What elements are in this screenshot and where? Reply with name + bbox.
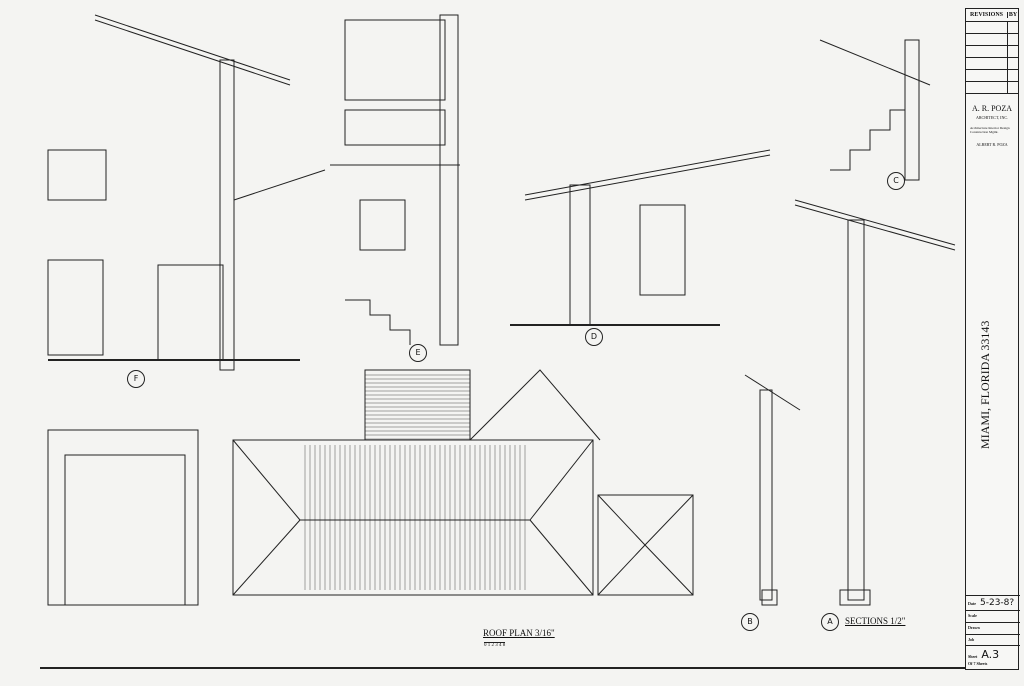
firm-name: A. R. POZA <box>971 104 1012 113</box>
drawing-sheet <box>40 14 965 669</box>
section-marker-d: D <box>585 328 603 346</box>
section-marker-b: B <box>741 613 759 631</box>
firm-subtitle: ARCHITECT, INC. <box>975 115 1009 120</box>
section-a-b-drawing <box>744 199 956 606</box>
job-label: Job <box>968 637 975 642</box>
roof-plan-drawing <box>232 369 694 596</box>
of-label: Of <box>968 661 973 666</box>
sheet-label: Sheet <box>968 654 978 659</box>
sheet-value: A.3 <box>981 648 1000 661</box>
project-location: MIAMI, FLORIDA 33143 <box>978 320 992 450</box>
section-e-drawing <box>330 14 460 346</box>
section-f-drawing <box>47 14 326 371</box>
scale-bar: 0 1 2 3 4 8 <box>484 642 506 648</box>
by-label: BY <box>1008 12 1018 18</box>
scale-label: Scale <box>968 613 977 618</box>
section-marker-c: C <box>887 172 905 190</box>
roof-plan-title: ROOF PLAN 3/16" <box>483 628 555 638</box>
sections-title: SECTIONS 1/2" <box>845 616 906 626</box>
revisions-label: REVISIONS <box>966 12 1008 18</box>
drawn-label: Drawn <box>968 625 980 630</box>
firm-services: Architecture Interior Design Constructio… <box>970 126 1010 134</box>
section-marker-e: E <box>409 344 427 362</box>
principal-name: ALBERT R. POZA <box>976 142 1008 147</box>
date-value: 5-23-8? <box>980 598 1015 608</box>
section-d-drawing <box>510 149 771 326</box>
section-marker-f: F <box>127 370 145 388</box>
section-marker-a: A <box>821 613 839 631</box>
floor-plan-drawing <box>47 429 199 606</box>
section-c-drawing <box>819 39 931 181</box>
sheets-label: Sheets <box>976 661 988 666</box>
date-label: Date <box>968 601 976 606</box>
